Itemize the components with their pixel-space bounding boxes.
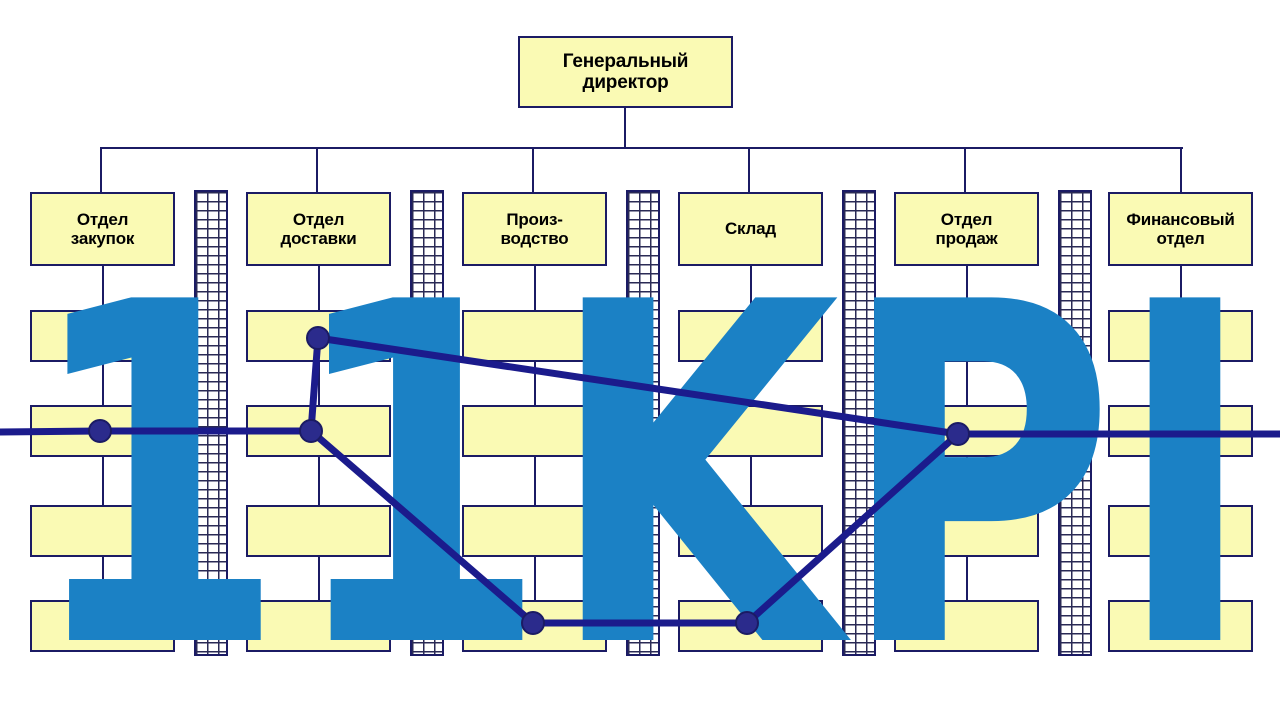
slot-spine-c2-s2 [317,362,320,405]
slot-box-c3-r4 [462,600,607,652]
slot-spine-c4-s1 [749,266,752,310]
slot-spine-c2-s1 [317,266,320,310]
box-label: Склад [724,219,777,239]
slot-box-c4-r1 [678,310,823,362]
brick-wall-3 [626,190,660,656]
slot-box-c5-r1 [894,310,1039,362]
slot-box-c1-r4 [30,600,175,652]
slot-box-c4-r2 [678,405,823,457]
slot-spine-c3-s4 [533,557,536,600]
slot-box-c5-r2 [894,405,1039,457]
dept-drop-line-3 [532,148,534,193]
slot-spine-c5-s1 [965,266,968,310]
tree-bus-line [100,147,1183,149]
slot-box-c3-r1 [462,310,607,362]
slot-box-c2-r2 [246,405,391,457]
slot-spine-c3-s3 [533,457,536,505]
dept-box-production: Произ-водство [462,192,607,266]
slot-spine-c4-s3 [749,457,752,505]
slot-spine-c4-s2 [749,362,752,405]
brick-wall-1 [194,190,228,656]
slot-spine-c1-s2 [101,362,104,405]
dept-box-warehouse: Склад [678,192,823,266]
slot-box-c2-r3 [246,505,391,557]
brick-wall-4 [842,190,876,656]
slot-box-c6-r2 [1108,405,1253,457]
ceo-drop-line [624,108,626,148]
slot-box-c3-r3 [462,505,607,557]
dept-drop-line-1 [100,148,102,193]
slot-spine-c1-s1 [101,266,104,310]
slot-box-c6-r3 [1108,505,1253,557]
slot-box-c2-r1 [246,310,391,362]
slot-box-c6-r1 [1108,310,1253,362]
slot-box-c6-r4 [1108,600,1253,652]
slot-box-c4-r4 [678,600,823,652]
slot-box-c5-r3 [894,505,1039,557]
slot-box-c5-r4 [894,600,1039,652]
slot-box-c3-r2 [462,405,607,457]
slot-spine-c2-s4 [317,557,320,600]
slot-spine-c4-s4 [749,557,752,600]
dept-drop-line-4 [748,148,750,193]
slot-spine-c5-s4 [965,557,968,600]
slot-spine-c6-s1 [1179,266,1182,310]
brick-wall-2 [410,190,444,656]
dept-drop-line-6 [1180,148,1182,193]
slot-spine-c5-s2 [965,362,968,405]
slot-box-c1-r3 [30,505,175,557]
slot-spine-c1-s4 [101,557,104,600]
box-label: Произ-водство [500,209,569,248]
brick-wall-5 [1058,190,1092,656]
slot-box-c1-r1 [30,310,175,362]
dept-drop-line-5 [964,148,966,193]
slot-box-c2-r4 [246,600,391,652]
slot-spine-c3-s2 [533,362,536,405]
slot-spine-c1-s3 [101,457,104,505]
slot-spine-c5-s3 [965,457,968,505]
slot-spine-c3-s1 [533,266,536,310]
dept-drop-line-2 [316,148,318,193]
slot-spine-c2-s3 [317,457,320,505]
slot-box-c1-r2 [30,405,175,457]
slot-box-c4-r3 [678,505,823,557]
